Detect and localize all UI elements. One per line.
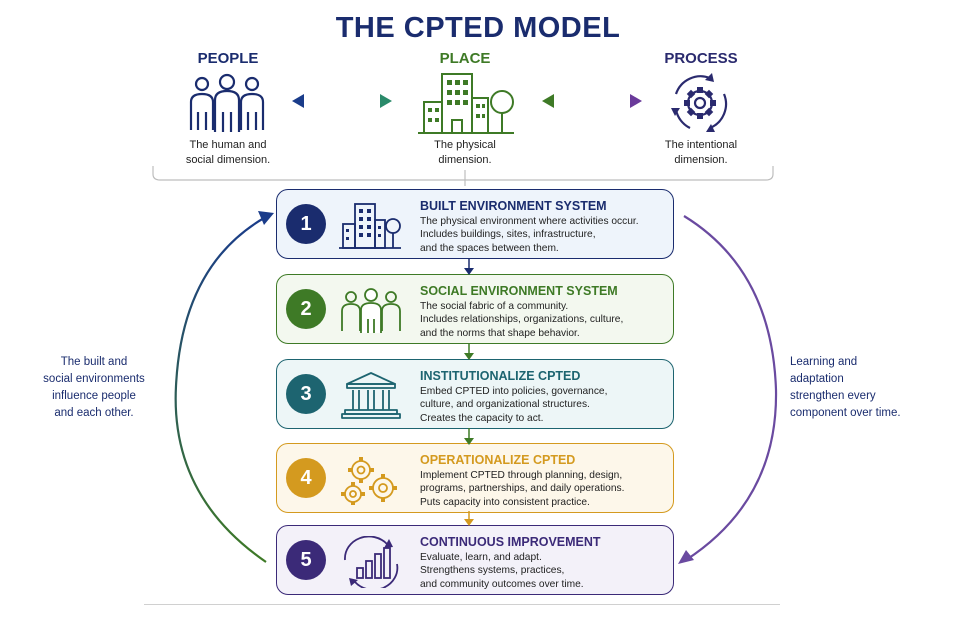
process-heading: PROCESS: [664, 50, 738, 67]
right-cycle-arrow: [678, 215, 778, 564]
step-desc-line: Evaluate, learn, and adapt.: [420, 552, 542, 563]
place-process-arrow: [542, 94, 642, 108]
step-desc-line: Strengthens systems, practices,: [420, 565, 565, 577]
step-number-badge: 4: [286, 458, 326, 498]
left-cycle-arrow: [174, 211, 274, 563]
step-desc-line: The social fabric of a community.: [420, 301, 569, 312]
step-desc-line: Includes buildings, sites, infrastructur…: [420, 229, 596, 241]
step-desc-line: programs, partnerships, and daily operat…: [420, 483, 625, 495]
step-desc-line: Includes relationships, organizations, c…: [420, 314, 624, 326]
step-continuous-improvement: 5 CONTINUOUS IMPROVEMENT Evaluate, learn…: [276, 525, 674, 595]
step-desc-line: culture, and organizational structures.: [420, 399, 590, 411]
left-note-line-2: social environments: [43, 373, 145, 385]
step-connector-arrow: [464, 258, 474, 275]
step-description: The social fabric of a community. Includ…: [420, 300, 623, 340]
right-note-line-2: adaptation: [790, 373, 844, 385]
step-number-badge: 1: [286, 204, 326, 244]
people-heading: PEOPLE: [197, 50, 259, 67]
step-connector-arrow: [464, 511, 474, 526]
step-operationalize: 4 OPERATIONALIZE CPTED Implement CPTED t…: [276, 443, 674, 513]
gear-cycle-icon: [671, 73, 728, 132]
step-desc-line: Creates the capacity to act.: [420, 412, 544, 424]
process-description: The intentional dimension.: [636, 138, 766, 168]
right-note-line-1: Learning and: [790, 356, 858, 368]
step-desc-line: and the spaces between them.: [420, 242, 559, 254]
people-desc-line-2: social dimension.: [185, 154, 271, 166]
city-icon: [339, 203, 401, 249]
place-desc-line-2: dimension.: [438, 154, 492, 166]
community-icon: [341, 288, 401, 333]
step-number-badge: 5: [286, 540, 326, 580]
step-desc-line: Embed CPTED into policies, governance,: [420, 386, 608, 397]
right-note-line-4: component over time.: [790, 407, 901, 419]
step-number-badge: 3: [286, 374, 326, 414]
left-note: The built and social environments influe…: [24, 354, 164, 422]
left-note-line-1: The built and: [60, 356, 128, 368]
step-title: INSTITUTIONALIZE CPTED: [420, 369, 581, 383]
bottom-divider: [144, 604, 780, 605]
improvement-chart-icon: [344, 536, 399, 588]
step-desc-line: and community outcomes over time.: [420, 578, 584, 590]
people-icon: [189, 73, 265, 132]
people-description: The human and social dimension.: [163, 138, 293, 168]
step-social-environment: 2 SOCIAL ENVIRONMENT SYSTEM The social f…: [276, 274, 674, 344]
step-description: The physical environment where activitie…: [420, 215, 639, 255]
step-title: CONTINUOUS IMPROVEMENT: [420, 535, 601, 549]
people-desc-line-1: The human and: [189, 139, 267, 151]
step-title: OPERATIONALIZE CPTED: [420, 453, 576, 467]
step-desc-line: Implement CPTED through planning, design…: [420, 470, 623, 481]
step-institutionalize: 3 INSTITUTIONALIZE CPTED Embed CPTED int…: [276, 359, 674, 429]
place-desc-line-1: The physical: [434, 139, 496, 151]
institution-icon: [341, 372, 401, 419]
step-description: Embed CPTED into policies, governance, c…: [420, 385, 607, 425]
buildings-icon: [418, 73, 514, 134]
step-connector-arrow: [464, 343, 474, 360]
people-place-arrow: [292, 94, 392, 108]
step-number-badge: 2: [286, 289, 326, 329]
right-note: Learning and adaptation strengthen every…: [790, 354, 940, 422]
left-note-line-4: and each other.: [54, 407, 134, 419]
step-desc-line: Puts capacity into consistent practice.: [420, 496, 590, 508]
step-desc-line: and the norms that shape behavior.: [420, 327, 580, 339]
step-description: Evaluate, learn, and adapt. Strengthens …: [420, 551, 584, 591]
step-title: SOCIAL ENVIRONMENT SYSTEM: [420, 284, 618, 298]
process-desc-line-1: The intentional: [664, 139, 738, 151]
gears-icon: [341, 457, 397, 505]
columns-bracket: [152, 166, 774, 186]
step-built-environment: 1 BUILT ENVIRONMENT SYSTEM The physical …: [276, 189, 674, 259]
right-note-line-3: strengthen every: [790, 390, 876, 402]
page-title: THE CPTED MODEL: [335, 12, 621, 44]
step-desc-line: The physical environment where activitie…: [420, 216, 639, 227]
process-desc-line-2: dimension.: [674, 154, 728, 166]
step-description: Implement CPTED through planning, design…: [420, 469, 624, 509]
left-note-line-3: influence people: [52, 390, 136, 402]
step-connector-arrow: [464, 428, 474, 445]
place-heading: PLACE: [439, 50, 491, 67]
place-description: The physical dimension.: [400, 138, 530, 168]
step-title: BUILT ENVIRONMENT SYSTEM: [420, 199, 607, 213]
